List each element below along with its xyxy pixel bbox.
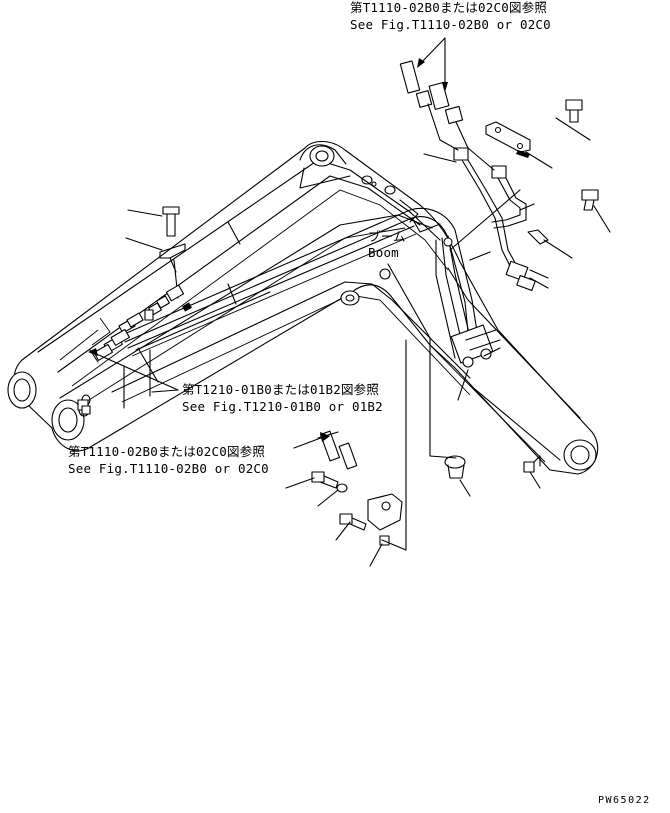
top-reference-jp: 第T1110-02B0または02C0図参照 xyxy=(350,0,548,15)
boom-foot-fittings xyxy=(77,295,192,415)
mid-reference-jp: 第T1210-01B0または01B2図参照 xyxy=(182,382,380,397)
boom-clamp-bolt xyxy=(159,206,186,302)
low-reference-jp: 第T1110-02B0または02C0図参照 xyxy=(68,444,266,459)
boom-pin-bosses xyxy=(7,145,597,471)
boom-label-jp: ブーム xyxy=(368,229,406,244)
drawing-code: PW65022 xyxy=(598,795,651,806)
boom-label-en: Boom xyxy=(368,245,399,260)
boom-structure xyxy=(13,140,599,475)
top-right-clamp xyxy=(485,99,599,245)
mid-reference-en: See Fig.T1210-01B0 or 01B2 xyxy=(182,399,383,414)
boom-lower-parts xyxy=(379,268,541,479)
low-reference-en: See Fig.T1110-02B0 or 02C0 xyxy=(68,461,269,476)
loose-fittings xyxy=(311,430,403,546)
top-hose-assembly xyxy=(399,60,549,291)
top-reference-en: See Fig.T1110-02B0 or 02C0 xyxy=(350,17,551,32)
hydraulic-piping xyxy=(121,207,501,368)
callout-leaders xyxy=(88,37,611,567)
